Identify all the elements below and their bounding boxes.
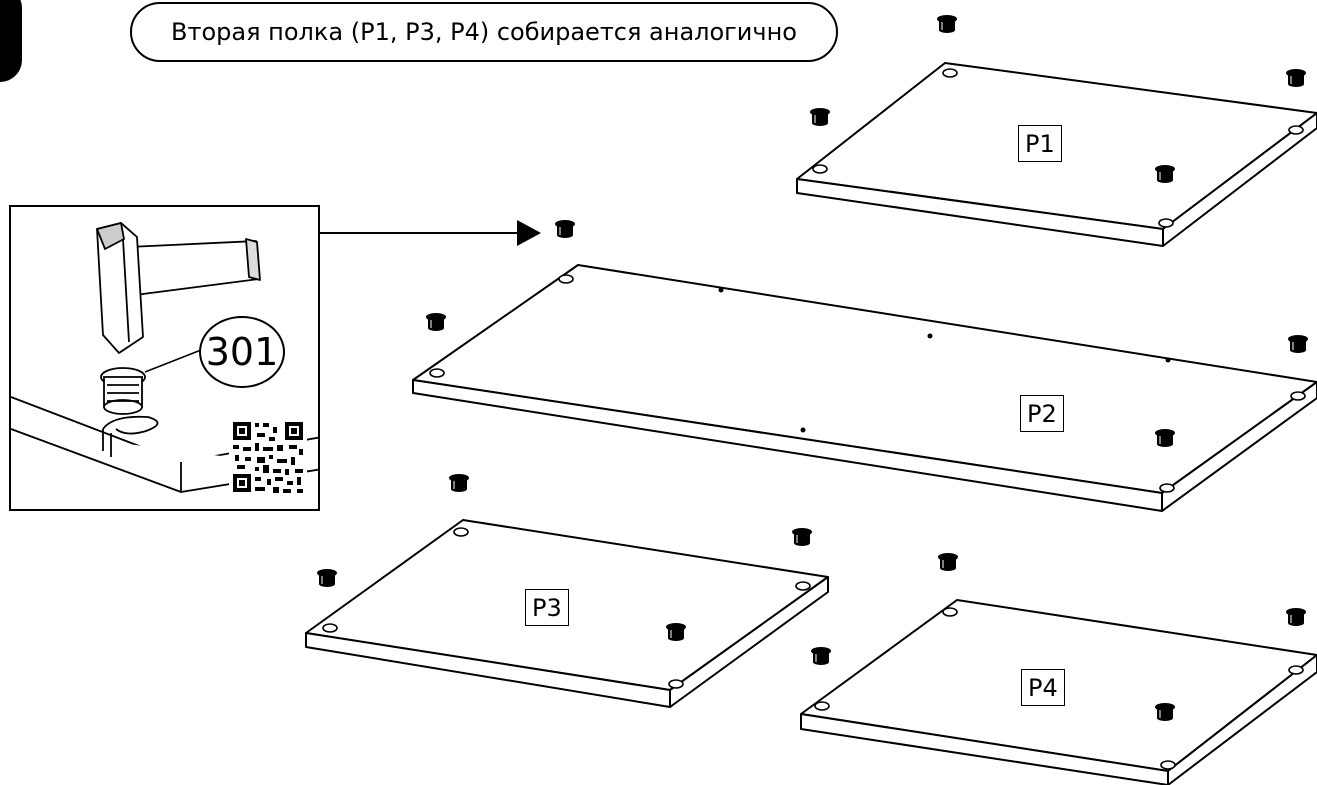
panel-label-p2: P2 [1020, 395, 1064, 432]
part-number-badge: 301 [199, 316, 285, 388]
panel-label-p4: P4 [1021, 669, 1065, 706]
panel-label-p3: P3 [525, 589, 569, 626]
step-marker-tab [0, 0, 22, 82]
panel-label-p1: P1 [1018, 125, 1062, 162]
instruction-callout: Вторая полка (P1, P3, P4) собирается ана… [130, 2, 838, 62]
panel-label-text: P1 [1025, 130, 1055, 158]
pin-holes [718, 287, 1171, 433]
inset-drawing [11, 222, 318, 496]
panel-label-text: P2 [1027, 400, 1057, 428]
instruction-text: Вторая полка (P1, P3, P4) собирается ана… [171, 18, 797, 46]
arrow-icon [320, 220, 541, 246]
cam-nut-301-icon [100, 349, 202, 415]
cam-holes [322, 68, 1306, 770]
part-number-text: 301 [205, 330, 279, 374]
panel-label-text: P4 [1028, 674, 1058, 702]
qr-code [229, 418, 307, 496]
detail-inset: 301 [9, 205, 320, 511]
panel-p2 [412, 264, 1317, 512]
hammer-icon [96, 222, 261, 354]
panel-label-text: P3 [532, 594, 562, 622]
